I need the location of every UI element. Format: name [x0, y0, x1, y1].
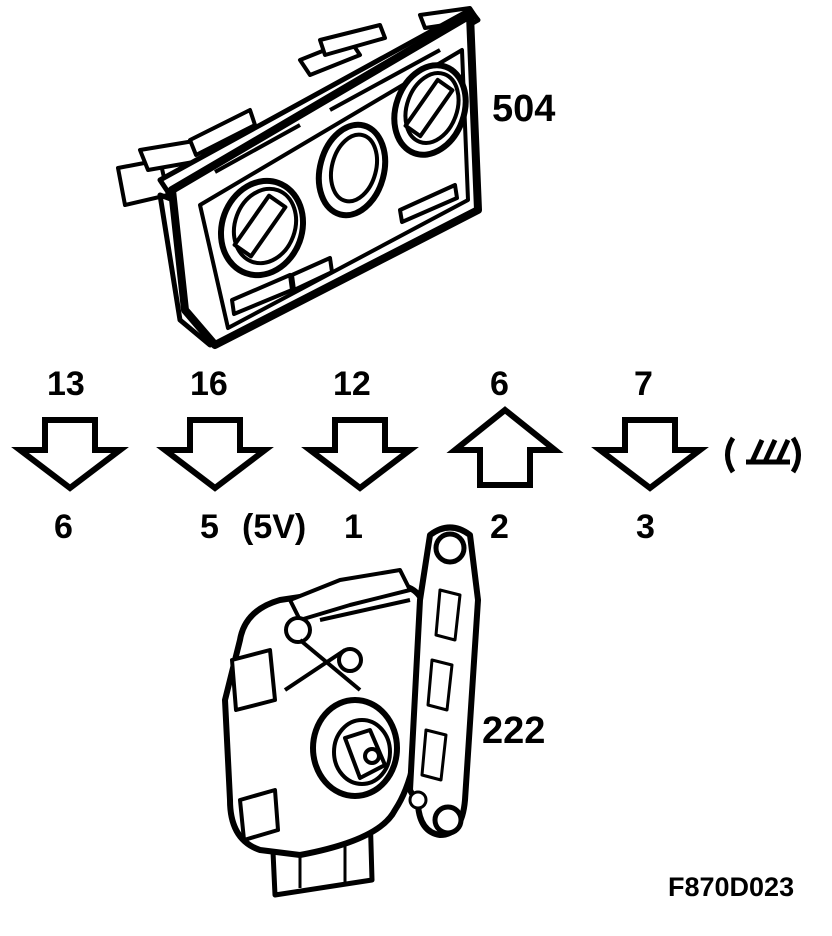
- arrow-down-icon: [156, 417, 274, 492]
- actuator-ref-label: 222: [482, 710, 546, 752]
- arrow-down-icon: [11, 417, 129, 492]
- pin-label-bottom: 1: [344, 508, 363, 546]
- control-panel-ref-label: 504: [492, 88, 556, 130]
- voltage-note: (5V): [242, 508, 307, 546]
- pin-label-bottom: 5: [200, 508, 219, 546]
- pin-label-top: 6: [490, 365, 509, 403]
- pin-label-top: 16: [190, 365, 228, 403]
- pin-label-bottom: 6: [54, 508, 73, 546]
- pin-label-top: 7: [634, 365, 653, 403]
- pin-label-top: 12: [333, 365, 371, 403]
- pin-label-bottom: 2: [490, 508, 509, 546]
- actuator-illustration: [222, 524, 481, 898]
- control-panel-illustration: [116, 6, 482, 349]
- arrow-down-icon: [591, 417, 709, 492]
- pin-label-bottom: 3: [636, 508, 655, 546]
- arrow-down-icon: [301, 417, 419, 492]
- arrow-up-icon: [446, 406, 564, 488]
- pin-label-top: 13: [47, 365, 85, 403]
- figure-code-label: F870D023: [668, 872, 795, 902]
- ground-icon: [725, 436, 801, 474]
